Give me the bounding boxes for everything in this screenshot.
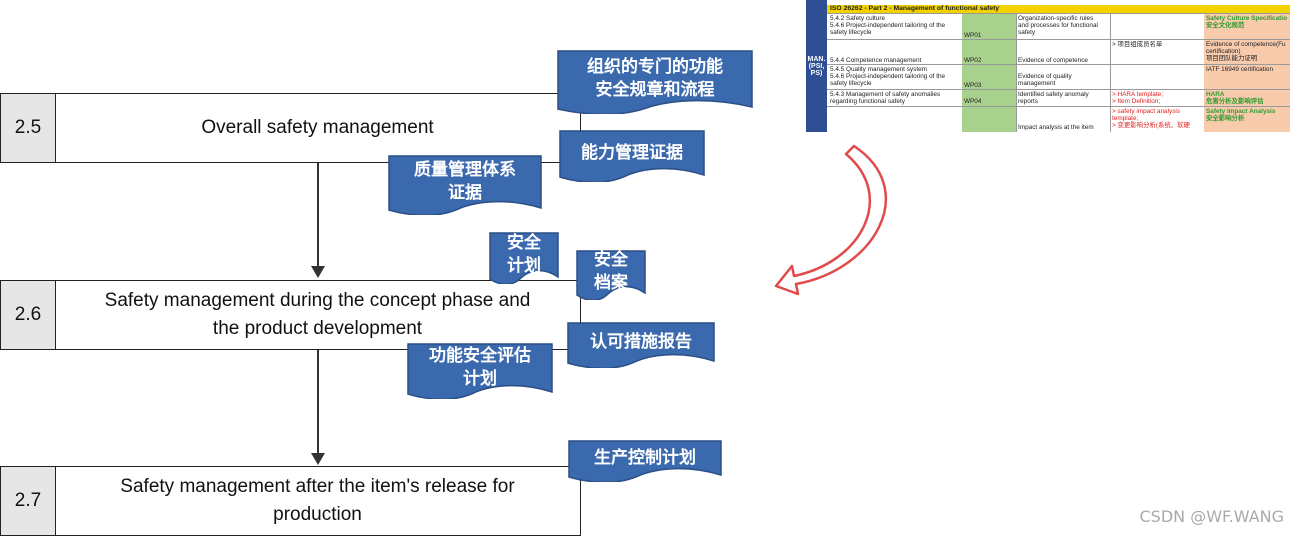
watermark: CSDN @WF.WANG (1139, 507, 1285, 526)
doc-competence: 能力管理证据 (559, 130, 705, 182)
sheet-clauses: 5.4.5 Quality management system 5.4.6 Pr… (830, 66, 946, 87)
sheet-wp: WP04 (964, 98, 982, 105)
sheet-wp: WP02 (964, 57, 982, 64)
step-number: 2.6 (1, 281, 56, 349)
doc-label: 组织的专门的功能 安全规章和流程 (587, 57, 723, 100)
doc-org-rules: 组织的专门的功能 安全规章和流程 (557, 50, 753, 114)
doc-label: 认可措施报告 (590, 331, 692, 352)
step-box-2.6: 2.6 Safety management during the concept… (0, 280, 581, 350)
sheet-template: > HARA template; > Item Definition; (1112, 91, 1163, 105)
document-shape (576, 250, 646, 300)
step-title: Overall safety management (201, 117, 434, 138)
sheet-header: ISO 26262 - Part 2 - Management of funct… (827, 5, 1290, 13)
sheet-output: IATF 16949 certification (1206, 66, 1274, 73)
document-shape (567, 322, 715, 368)
doc-label: 能力管理证据 (581, 142, 683, 163)
step-title: Safety management during the concept pha… (104, 290, 531, 339)
sheet-desc: Impact analysis at the item (1018, 124, 1094, 131)
sheet-wp: WP01 (964, 32, 982, 39)
document-shape (559, 130, 705, 182)
sheet-desc: Evidence of quality management (1018, 73, 1072, 87)
doc-label: 安全 计划 (507, 233, 541, 276)
sheet-output: HARA 危害分析及影响评估 (1206, 91, 1264, 105)
document-shape (489, 232, 559, 284)
doc-safety-plan: 安全 计划 (489, 232, 559, 284)
step-box-2.5: 2.5 Overall safety management (0, 93, 581, 163)
document-shape (568, 440, 722, 482)
arrowhead-2.7 (311, 453, 325, 465)
sheet-output: Safety Culture Specificatio 安全文化规范 (1206, 15, 1287, 29)
sheet-desc: Identified safety anomaly reports (1018, 91, 1089, 105)
sheet-template: > 项目组成员名单 (1112, 41, 1163, 48)
step-title: Safety management after the item's relea… (120, 476, 515, 525)
sheet-output: Evidence of competence(Fu certification)… (1206, 41, 1286, 62)
doc-quality: 质量管理体系 证据 (388, 155, 542, 215)
sheet-wp: WP03 (964, 82, 982, 89)
sheet-clauses: 5.4.3 Management of safety anomalies reg… (830, 91, 941, 105)
sheet-desc: Organization-specific rules and processe… (1018, 15, 1098, 36)
connector-2.5-to-2.6 (317, 162, 319, 272)
sheet-output: Safety Impact Analysis 安全影响分析 (1206, 108, 1276, 122)
document-shape (388, 155, 542, 215)
sheet-clauses: 5.4.4 Competence management (830, 57, 922, 64)
curved-arrow-icon (774, 144, 887, 296)
doc-label: 安全 档案 (594, 250, 628, 293)
doc-confirmation-report: 认可措施报告 (567, 322, 715, 368)
step-number: 2.5 (1, 94, 56, 162)
arrowhead-2.6 (311, 266, 325, 278)
document-shape (407, 343, 553, 399)
doc-safety-case: 安全 档案 (576, 250, 646, 300)
doc-label: 质量管理体系 证据 (414, 160, 516, 203)
doc-assessment-plan: 功能安全评估 计划 (407, 343, 553, 399)
doc-label: 生产控制计划 (594, 447, 696, 468)
doc-label: 功能安全评估 计划 (429, 346, 531, 389)
doc-production-plan: 生产控制计划 (568, 440, 722, 482)
document-shape (557, 50, 753, 114)
connector-2.6-to-2.7 (317, 349, 319, 459)
sheet-template: > safety impact analysis template; > 变更影… (1112, 108, 1190, 129)
sheet-clauses: 5.4.2 Safety culture 5.4.6 Project-indep… (830, 15, 946, 36)
iso26262-table-excerpt: MAN. (PSI, PS) ISO 26262 - Part 2 - Mana… (806, 0, 1290, 132)
sheet-side-label: MAN. (PSI, PS) (806, 0, 827, 132)
sheet-desc: Evidence of competence (1018, 57, 1088, 64)
step-box-2.7: 2.7 Safety management after the item's r… (0, 466, 581, 536)
step-number: 2.7 (1, 467, 56, 535)
